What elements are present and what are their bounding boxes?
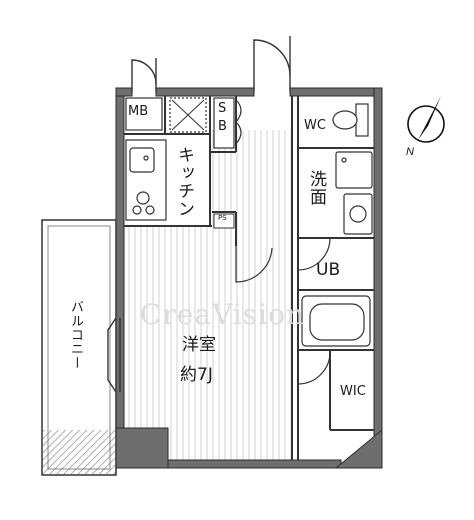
kitchen-label: キッチン xyxy=(174,146,194,218)
washroom-fixtures xyxy=(335,151,373,235)
ps-label: PS xyxy=(218,214,227,222)
sb-label: S B xyxy=(218,101,227,134)
washroom-label: 洗面 xyxy=(306,170,326,206)
wic-door xyxy=(297,351,331,385)
balcony-area xyxy=(41,219,117,476)
pipe-space xyxy=(213,213,235,229)
interior-walls xyxy=(124,96,374,460)
kitchen-counter xyxy=(125,139,167,221)
shoe-box xyxy=(213,97,235,149)
room-door xyxy=(235,246,273,283)
watermark-text: CreaVision xyxy=(140,298,305,331)
wc-label: WC xyxy=(304,118,326,133)
wic-label: WIC xyxy=(340,384,366,399)
washroom-door xyxy=(297,237,331,271)
exterior-walls xyxy=(115,87,383,469)
bathtub xyxy=(301,295,371,347)
balcony-door xyxy=(107,317,121,393)
shoe-box-door xyxy=(235,99,242,145)
compass-icon xyxy=(407,96,445,143)
cross-box xyxy=(169,97,207,133)
meter-box xyxy=(125,97,163,131)
entrance-doors xyxy=(131,36,291,92)
western-room-floor xyxy=(122,226,292,466)
western-room-size: 約7J xyxy=(180,365,213,385)
balcony-label: バルコニー xyxy=(68,300,83,370)
ub-label: UB xyxy=(316,260,341,280)
western-room-label: 洋室 xyxy=(182,335,216,355)
compass-north-label: N xyxy=(406,146,414,158)
mb-label: MB xyxy=(128,104,149,119)
toilet xyxy=(332,103,369,137)
